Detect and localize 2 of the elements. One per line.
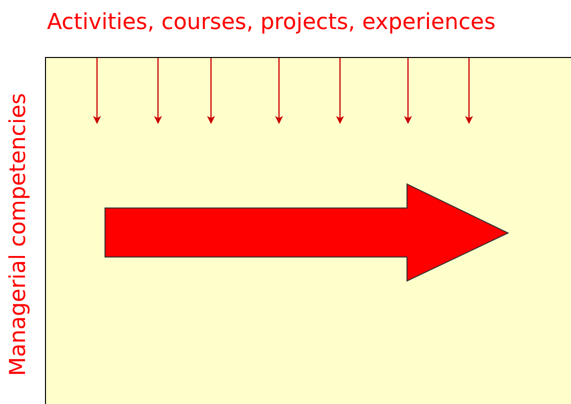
axis-title: Managerial competencies [6,92,31,378]
axis-title: Activities, courses, projects, experiences [47,10,496,35]
